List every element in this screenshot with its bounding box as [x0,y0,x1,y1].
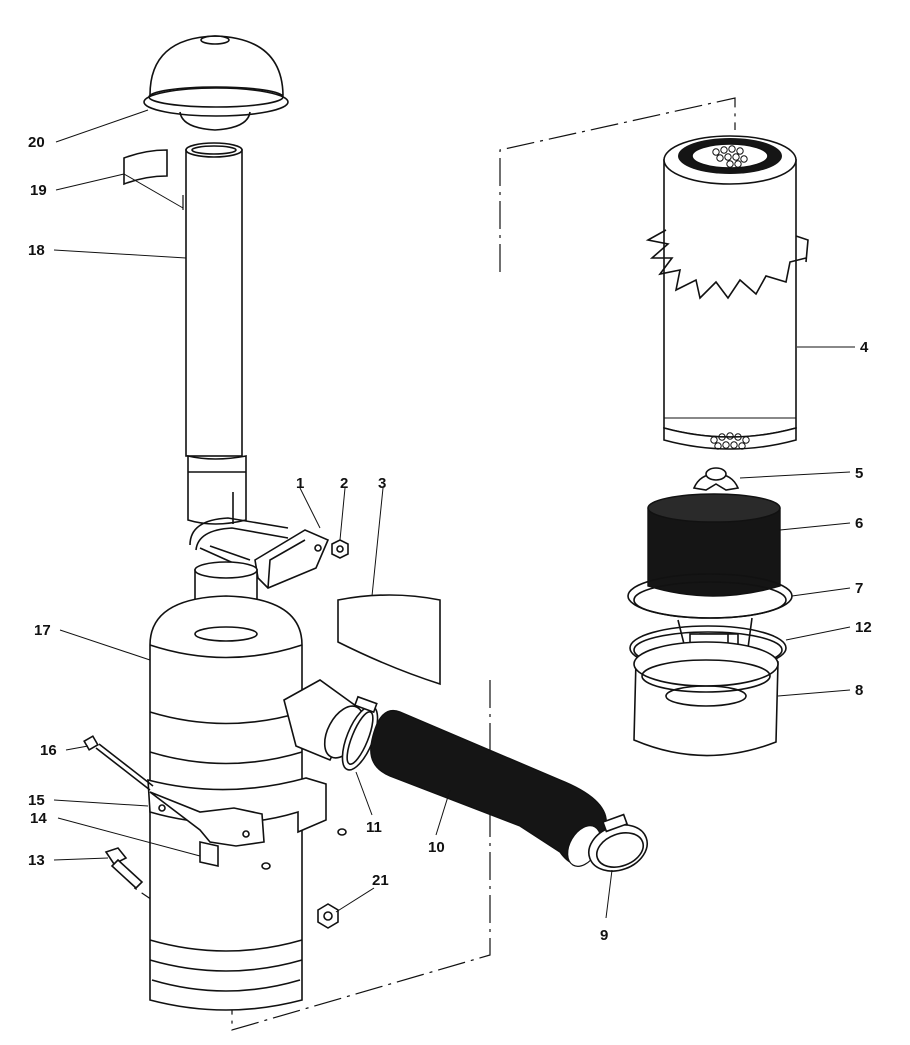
callout-14: 14 [30,810,47,827]
callout-19: 19 [30,182,47,199]
decal-19 [123,149,168,186]
callout-1: 1 [296,475,304,492]
rain-cap [143,35,289,131]
callout-13: 13 [28,852,45,869]
callout-8: 8 [855,682,863,699]
hose-10 [370,709,607,867]
callout-5: 5 [855,465,863,482]
mounting-band [147,777,327,867]
hose-clamp-11 [341,695,379,771]
explosion-line-filter [499,97,736,272]
callout-18: 18 [28,242,45,259]
callout-7: 7 [855,580,863,597]
washer [337,828,347,836]
callouts: 1 2 3 4 5 6 7 12 8 9 10 11 13 14 15 16 1… [28,134,872,944]
callout-2: 2 [340,475,348,492]
explosion-line-outlet [231,680,491,1031]
bolt-13 [104,847,144,890]
callout-16: 16 [40,742,57,759]
pre-filter [647,493,781,597]
bolt-16 [83,735,154,791]
callout-3: 3 [378,475,386,492]
callout-15: 15 [28,792,45,809]
callout-12: 12 [855,619,872,636]
hex-nut-2 [331,539,349,559]
callout-10: 10 [428,839,445,856]
dust-cup [633,641,779,757]
wing-nut [692,467,740,491]
hex-nut-21 [317,903,339,929]
callout-9: 9 [600,927,608,944]
leader-lines [53,109,855,919]
filter-element [645,135,809,450]
callout-4: 4 [860,339,869,356]
hose-clamp-9 [588,813,648,872]
callout-21: 21 [372,872,389,889]
callout-17: 17 [34,622,51,639]
stack-tube [185,142,247,525]
callout-11: 11 [366,819,382,836]
decal-3 [337,594,441,686]
washer [261,862,271,870]
callout-6: 6 [855,515,863,532]
callout-20: 20 [28,134,45,151]
